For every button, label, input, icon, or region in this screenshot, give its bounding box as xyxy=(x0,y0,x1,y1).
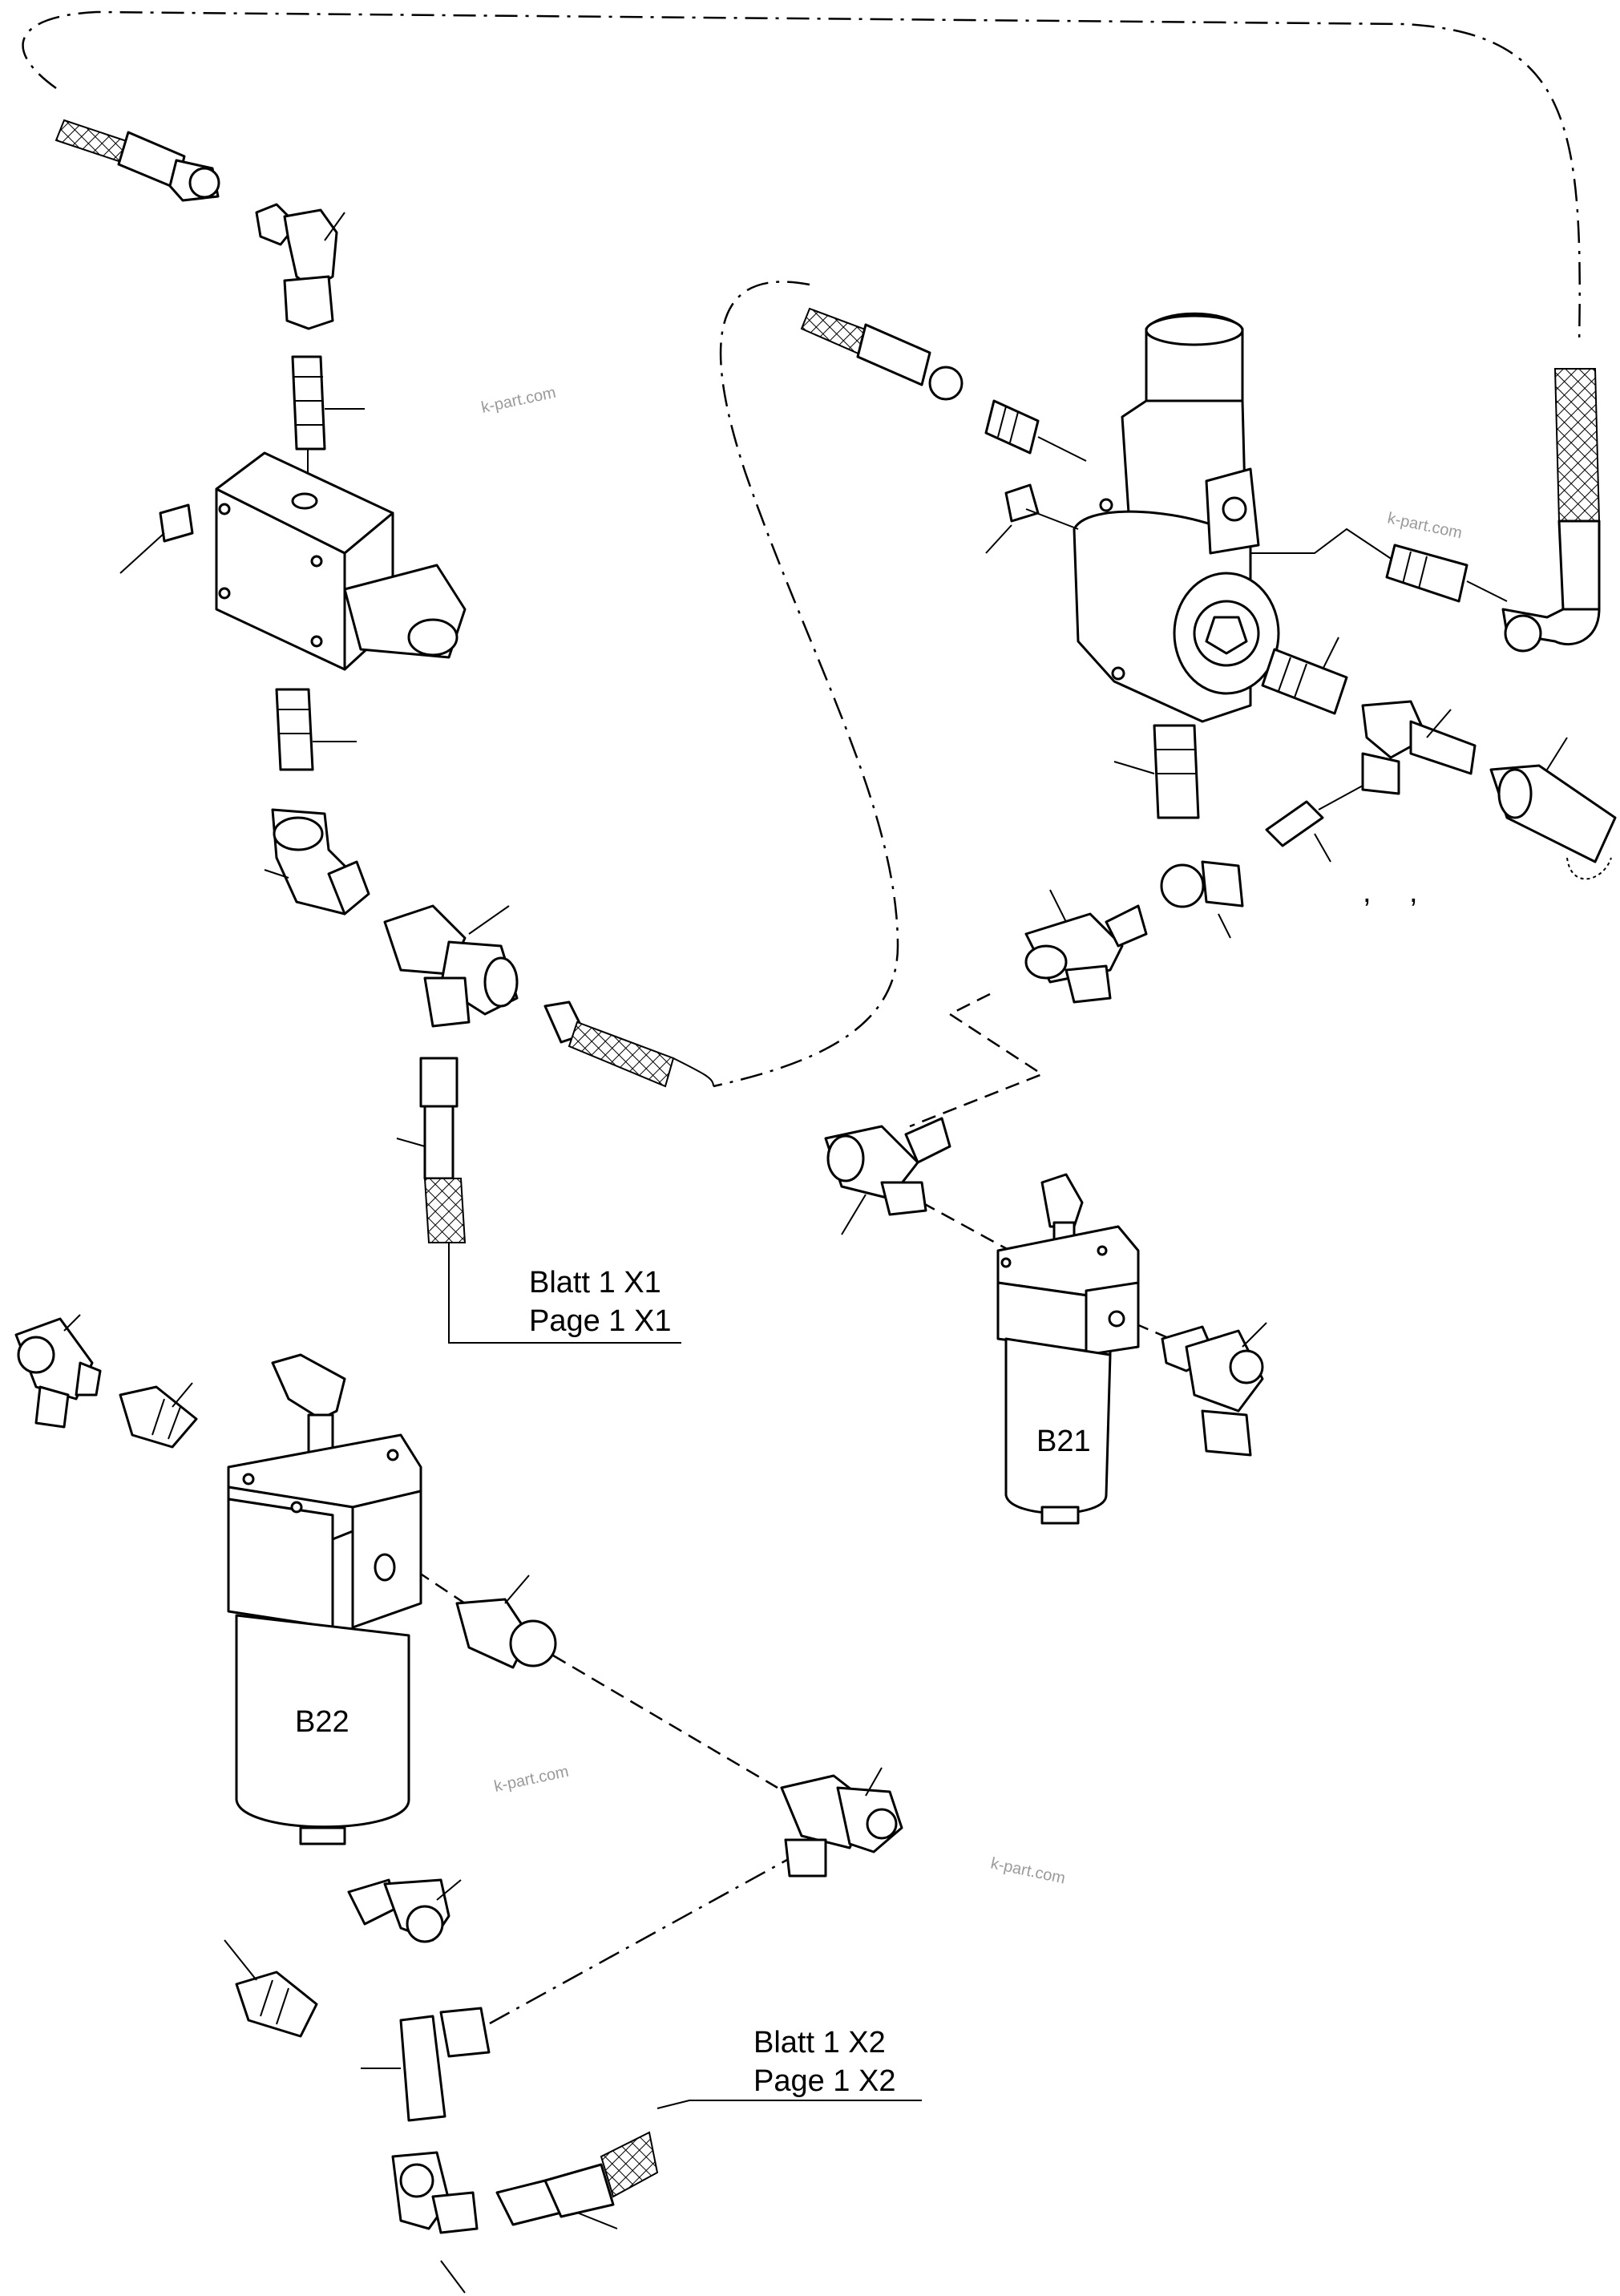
elbow-fitting-lower-left xyxy=(347,1878,462,1943)
elbow-fitting-bottom xyxy=(391,2151,479,2294)
valve-block-left xyxy=(215,451,467,671)
adapter-fitting-upper-right xyxy=(984,399,1087,462)
fitting-nut-b22-outlet xyxy=(455,1574,557,1669)
b21-connection xyxy=(921,1201,1011,1252)
adapter-fitting-2 xyxy=(275,688,314,771)
tee-to-block xyxy=(480,1850,802,2030)
filter-b22: B22 xyxy=(227,1353,422,1845)
mark-2: , xyxy=(1409,875,1418,909)
fitting-nut-mid-right xyxy=(1160,860,1244,939)
adapter-fitting-1 xyxy=(291,355,326,451)
plug-right xyxy=(985,483,1079,554)
return-line-route xyxy=(909,992,1044,1128)
watermark-3: k-part.com xyxy=(492,1763,570,1796)
hose-to-x2 xyxy=(495,2131,659,2229)
tee-fitting-left xyxy=(383,904,519,1028)
leader-lines-upper-left xyxy=(264,212,510,1147)
tee-fitting-mid-right xyxy=(1024,889,1148,1004)
tee-fitting-bottom xyxy=(361,2007,491,2122)
watermark-1: k-part.com xyxy=(479,384,557,417)
hose-down-to-x1 xyxy=(419,1057,467,1243)
watermark-2: k-part.com xyxy=(1386,509,1464,542)
filter-b22-label: B22 xyxy=(295,1705,349,1739)
relief-valve xyxy=(1073,312,1280,723)
tee-fitting-right xyxy=(1361,700,1477,795)
tee-fitting-b21-inlet xyxy=(824,1117,951,1235)
adapter-fitting-lower-left xyxy=(119,1382,198,1449)
filter-b22-to-tee xyxy=(552,1654,778,1789)
small-tube-piece xyxy=(1265,785,1363,863)
x2-ref-line1: Blatt 1 X2 xyxy=(753,2026,886,2060)
x2-ref-line2: Page 1 X2 xyxy=(753,2064,895,2098)
watermark-4: k-part.com xyxy=(989,1854,1067,1887)
adapter-fitting-bottom-left xyxy=(224,1939,318,2038)
filter-b21: B21 xyxy=(996,1173,1140,1525)
hose-route-left-loop xyxy=(713,281,899,1088)
valve-to-fitting-line xyxy=(1250,528,1396,562)
filter-b21-label: B21 xyxy=(1036,1425,1091,1458)
hose-right-vertical xyxy=(1501,368,1601,653)
adapter-fitting-right-side xyxy=(1385,544,1508,603)
x2-leader xyxy=(656,2100,922,2109)
hose-upper-right xyxy=(800,307,964,401)
x1-ref-line2: Page 1 X1 xyxy=(529,1304,671,1338)
hose-middle-left xyxy=(543,1000,714,1088)
tee-fitting-lower-middle xyxy=(780,1767,903,1878)
hose-upper-left xyxy=(55,119,220,202)
tee-fitting-lower-left xyxy=(14,1314,102,1429)
adapter-fitting-below-valve xyxy=(1113,724,1200,819)
plug-left xyxy=(119,503,194,574)
adapter-fitting-valve-outlet xyxy=(1261,637,1348,715)
test-coupling-with-cap xyxy=(1489,737,1617,880)
hose-route-top-loop xyxy=(22,10,1581,346)
elbow-fitting-middle-left xyxy=(271,808,370,916)
mark-1: , xyxy=(1363,875,1372,909)
x1-ref-line1: Blatt 1 X1 xyxy=(529,1266,661,1300)
x1-leader xyxy=(448,1243,681,1344)
elbow-fitting-upper-left xyxy=(255,203,338,330)
elbow-fitting-b21-outlet xyxy=(1161,1322,1267,1457)
